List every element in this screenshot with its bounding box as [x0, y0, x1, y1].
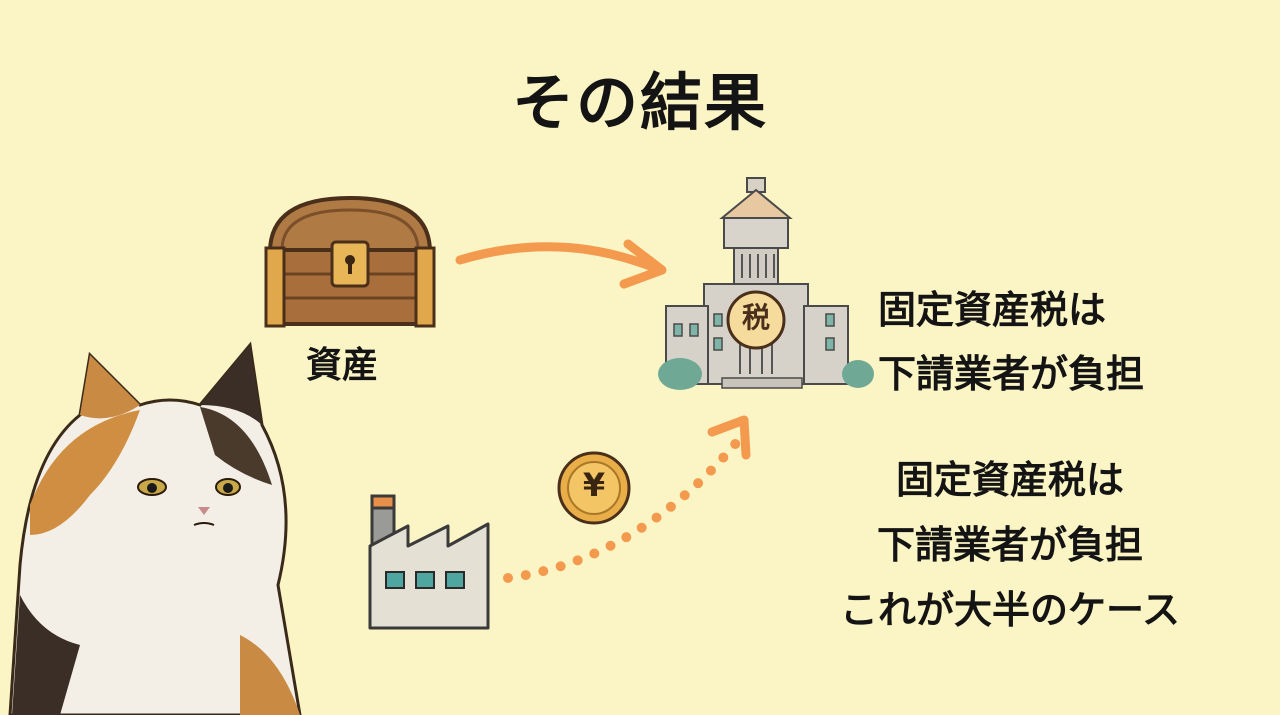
tax-badge: 税 — [741, 301, 770, 334]
statement-2: 固定資産税は 下請業者が負担 これが大半のケース — [800, 448, 1220, 643]
calico-cat-illustration — [8, 341, 302, 715]
yen-symbol: ¥ — [582, 466, 606, 504]
factory-icon — [368, 494, 490, 630]
statement-1: 固定資産税は 下請業者が負担 — [878, 278, 1144, 406]
slide-title: その結果 — [511, 66, 768, 139]
yen-coin-icon — [557, 451, 631, 525]
statement-1-line: 下請業者が負担 — [878, 352, 1145, 396]
statement-2-line: 固定資産税は — [895, 458, 1124, 502]
treasure-chest-icon — [264, 195, 436, 328]
government-building-icon — [658, 177, 874, 390]
statement-2-line: これが大半のケース — [839, 588, 1181, 632]
statement-2-line: 下請業者が負担 — [876, 523, 1143, 567]
statement-1-line: 固定資産税は — [878, 288, 1107, 332]
asset-label: 資産 — [306, 345, 379, 386]
